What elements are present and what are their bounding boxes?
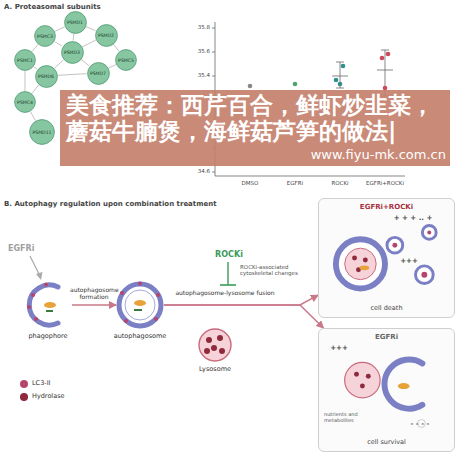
text-label: ROCKi	[213, 250, 245, 259]
text-label: 35.8	[188, 24, 210, 30]
network-link	[58, 74, 87, 76]
arrow-head	[36, 272, 43, 280]
text-label: +++	[394, 257, 424, 265]
protein-node: PSMC5	[115, 49, 137, 71]
legend-text: LC3-II	[32, 380, 50, 387]
node-label: PSMC4	[17, 100, 33, 105]
text-label: 35.6	[188, 48, 210, 54]
protein-node: PSMD11	[29, 119, 55, 145]
protein-node: PSMD1	[64, 11, 87, 34]
inhibition-bar	[220, 284, 236, 286]
pathway-arrow	[164, 305, 323, 328]
protein-node: PSMC1	[14, 49, 36, 71]
text-label: B. Autophagy regulation upon combination…	[4, 200, 304, 208]
legend-dot-art	[21, 394, 28, 401]
watermark: 美食推荐：西芹百合，鲜虾炒韭菜，蘑菇牛腩煲，海鲜菇芦笋的做法|	[66, 92, 450, 145]
outcome-panel: EGFRi+ROCKi cell death	[318, 198, 455, 318]
text-label: EGFRi+ROCKi	[360, 180, 410, 186]
node-circle-outline	[95, 24, 117, 46]
node-note: nutrients and metabolites	[324, 411, 370, 423]
node-label: autophagosome	[96, 332, 184, 340]
node-label: PSMD2	[98, 33, 114, 38]
text-label: 34.6	[188, 168, 210, 174]
node-circle-outline	[87, 62, 109, 84]
text-label: ROCKi	[322, 180, 358, 186]
data-points	[248, 52, 391, 91]
node-label: EGFRi	[319, 333, 454, 341]
node-label: Lysosome	[178, 365, 252, 373]
node-label: PSMD3	[64, 50, 80, 55]
network-link	[32, 85, 39, 94]
node-label: PSMC1	[17, 58, 33, 63]
text-label: autophagosome-lysosome fusion	[170, 290, 280, 297]
phagophore-shape: phagophore	[24, 281, 72, 329]
network-link	[34, 67, 37, 69]
text-label: - - - -	[400, 420, 440, 428]
edge-label: autophagosome formation	[70, 287, 118, 301]
protein-node: PSMD2	[95, 24, 118, 47]
network-link	[73, 33, 75, 40]
network-link	[30, 112, 35, 121]
phagophore-shape-art	[24, 281, 72, 329]
text-label: ROCKi-associated cytoskeletal changes	[240, 264, 314, 277]
node-note: cell death	[319, 304, 454, 312]
network-link	[55, 42, 63, 47]
node-circle-outline	[64, 11, 86, 33]
autophagosome-shape-art	[116, 281, 164, 329]
text-label: DMSO	[232, 180, 268, 186]
node-circle-outline	[35, 65, 57, 87]
text-label: 35.4	[188, 72, 210, 78]
network-link	[55, 27, 65, 31]
network-link	[25, 71, 26, 91]
text-label: + + + .. +	[378, 214, 448, 222]
text-label: EGFRi	[8, 244, 48, 253]
protein-node: PSMC4	[14, 91, 36, 113]
network-link	[86, 26, 96, 30]
legend-dot-art	[21, 381, 27, 387]
node-circle-outline	[30, 120, 55, 145]
node-circle-outline	[15, 50, 36, 71]
node-circle-outline	[35, 26, 56, 47]
protein-node: PSMC3	[34, 25, 56, 47]
lysosome-shape: Lysosome	[198, 328, 232, 362]
pathway-arrow	[72, 304, 116, 306]
node-circle-outline	[116, 50, 137, 71]
network-link	[82, 40, 95, 47]
text-label: A. Proteasomal subunits	[4, 3, 164, 11]
network-link	[81, 59, 89, 66]
node-label: PSMD11	[32, 130, 51, 135]
legend-swatch	[20, 393, 28, 401]
pathway-arrow	[164, 295, 318, 305]
inhibitor-arrow	[30, 256, 40, 276]
text-label: +++	[324, 344, 354, 352]
node-label: EGFRi+ROCKi	[319, 203, 454, 211]
node-label: PSMC5	[118, 58, 134, 63]
network-link	[32, 45, 38, 52]
protein-node: PSMD6	[35, 65, 58, 88]
node-label: PSMC3	[37, 34, 53, 39]
lysosome-shape-art	[198, 328, 232, 362]
inhibition-line	[227, 262, 228, 285]
node-label: PSMD1	[67, 20, 83, 25]
network-link	[108, 65, 116, 69]
outcome-panel-art	[319, 199, 454, 317]
protein-node: PSMD3	[61, 41, 84, 64]
node-label: PSMD6	[38, 74, 54, 79]
watermark: www.fiyu-mk.com.cn	[60, 148, 446, 163]
text-label: EGFRi	[277, 180, 313, 186]
autophagosome-shape: autophagosome	[116, 281, 164, 329]
node-label: PSMD7	[90, 71, 106, 76]
node-note: cell survival	[319, 438, 454, 446]
node-circle-outline	[61, 41, 83, 63]
legend-text: Hydrolase	[32, 393, 65, 400]
network-link	[55, 60, 64, 68]
legend-swatch	[20, 380, 28, 388]
protein-node: PSMD7	[87, 62, 110, 85]
network-link	[113, 44, 119, 51]
node-circle-outline	[15, 92, 36, 113]
node-label: phagophore	[4, 332, 92, 340]
